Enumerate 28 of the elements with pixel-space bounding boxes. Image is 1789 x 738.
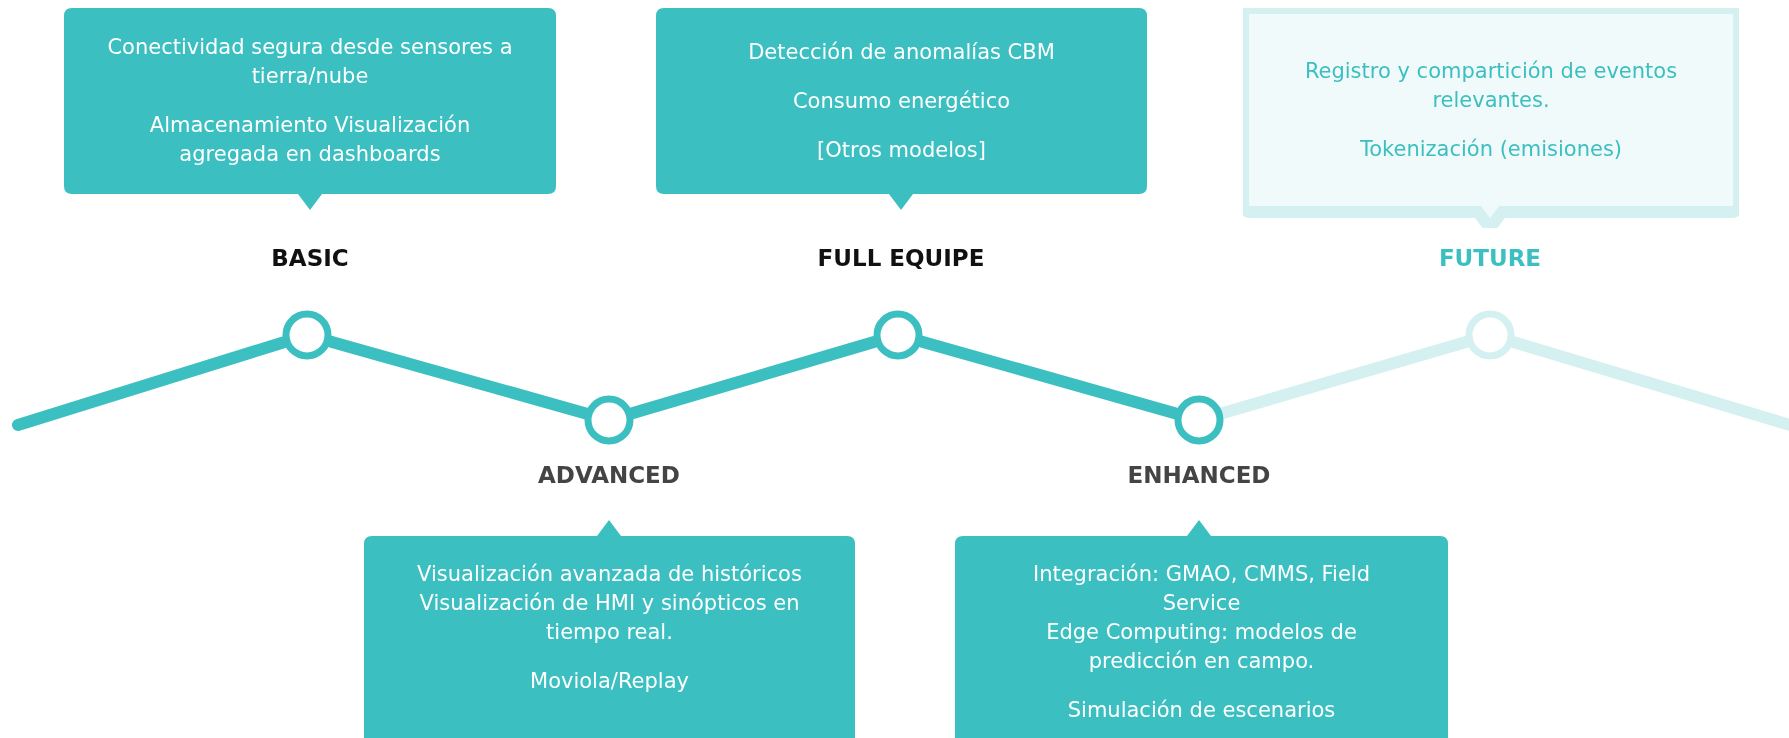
callout-text: Registro y compartición de eventos relevantes. [1303, 57, 1679, 114]
callout-text: Consumo energético [792, 87, 1011, 115]
callout-text: Integración: GMAO, CMMS, Field Service [1031, 561, 1372, 617]
callout-text: Conectividad segura desde sensores a tierra/nube [106, 34, 514, 90]
callout-text: Almacenamiento Visualización agregada en dashboards [148, 112, 472, 168]
stage-label: FULL EQUIPE [817, 245, 985, 271]
callout-text: Edge Computing: modelos de predicción en campo. [1045, 619, 1358, 675]
callout-text: Moviola/Replay [530, 668, 689, 695]
callout-box [1243, 8, 1739, 228]
milestone-circle [1174, 395, 1224, 445]
callout-text: [Otros modelos] [817, 136, 986, 164]
callout-box [64, 8, 556, 210]
milestone-circle [1465, 310, 1515, 360]
stage-label: ENHANCED [1127, 462, 1271, 488]
stage-label: ADVANCED [538, 462, 680, 488]
stage-label: FUTURE [1438, 245, 1542, 271]
callout-text: Visualización avanzada de históricos [417, 561, 802, 588]
callout-text: Detección de anomalías CBM [748, 38, 1055, 66]
callout-text: Visualización de HMI y sinópticos en tiempo real. [418, 590, 801, 646]
milestone-circle [873, 310, 923, 360]
stage-label: BASIC [271, 245, 349, 271]
milestone-circle [584, 395, 634, 445]
callout-box [955, 520, 1448, 738]
callout-text: Tokenización (emisiones) [1359, 135, 1623, 163]
callout-box [656, 8, 1147, 210]
callout-box [364, 520, 855, 738]
milestone-circle [282, 310, 332, 360]
callout-text: Simulación de escenarios [1067, 697, 1336, 724]
